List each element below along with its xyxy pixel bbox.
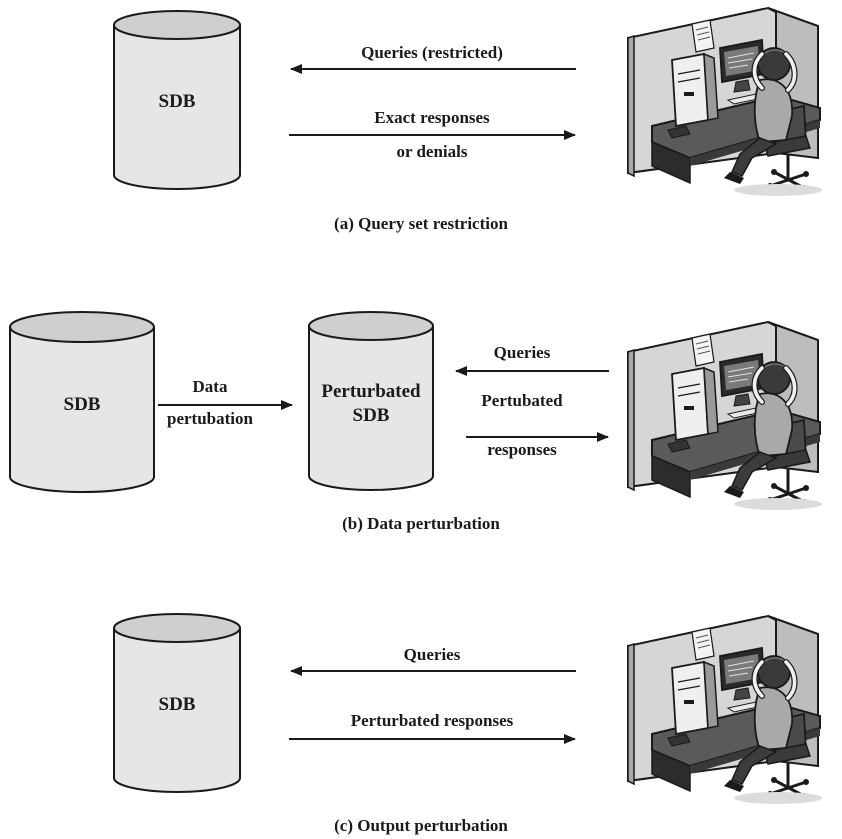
query-label-c: Queries xyxy=(404,645,461,664)
query-label-b: Queries xyxy=(494,343,551,362)
caption-c: (c) Output perturbation xyxy=(334,816,508,835)
query-label-a: Queries (restricted) xyxy=(361,43,503,62)
response-label-b-line1: Pertubated xyxy=(481,391,563,410)
user-icon-b xyxy=(628,322,822,510)
panel-c: SDB Queries Perturbated responses (c) Ou… xyxy=(113,613,822,835)
perturbed-sdb-label-b-line1: Perturbated xyxy=(321,381,421,402)
caption-a: (a) Query set restriction xyxy=(334,214,508,233)
user-icon-a xyxy=(628,8,822,196)
response-label-a-line1: Exact responses xyxy=(374,108,490,127)
sdb-cylinder-c xyxy=(113,613,241,793)
sdb-label-b: SDB xyxy=(64,394,101,415)
perturbation-label-b-line2: pertubation xyxy=(167,409,254,428)
sdb-label-c: SDB xyxy=(159,694,196,715)
perturbed-sdb-label-b-line2: SDB xyxy=(353,405,390,426)
caption-b: (b) Data perturbation xyxy=(342,514,500,533)
response-label-b-line2: responses xyxy=(487,440,557,459)
response-label-c: Perturbated responses xyxy=(351,711,514,730)
panel-b: SDB Data pertubation Perturbated SDB Que… xyxy=(9,311,822,533)
user-icon-c xyxy=(628,616,822,804)
panel-a: SDB Queries (restricted) Exact responses… xyxy=(113,8,822,233)
response-label-a-line2: or denials xyxy=(396,142,467,161)
perturbed-sdb-cylinder-b xyxy=(308,311,434,491)
sdb-cylinder-a xyxy=(113,10,241,190)
sdb-label-a: SDB xyxy=(159,91,196,112)
perturbation-label-b-line1: Data xyxy=(193,377,228,396)
sdb-cylinder-b xyxy=(9,311,155,493)
